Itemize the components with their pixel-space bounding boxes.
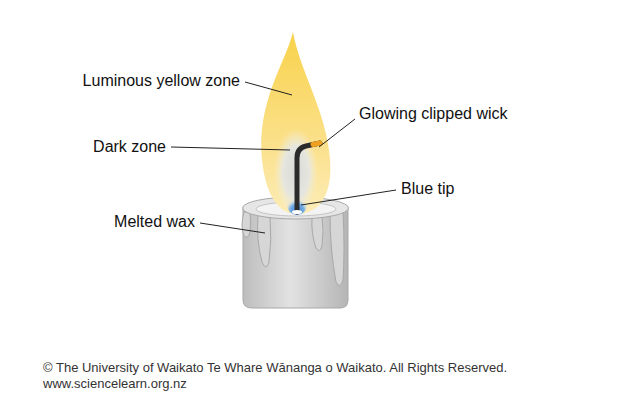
copyright-note: © The University of Waikato Te Whare Wān… — [41, 360, 509, 376]
wick — [297, 143, 320, 212]
zone-label: Dark zone — [91, 137, 168, 156]
part-label: Blue tip — [399, 179, 456, 198]
part-label: Melted wax — [112, 212, 197, 231]
zone-label: Luminous yellow zone — [81, 71, 242, 90]
wick-base — [292, 210, 302, 214]
flame — [261, 32, 330, 214]
wax-drips — [242, 212, 344, 286]
glowing-wick-tip — [313, 143, 320, 145]
candle-body — [243, 208, 348, 308]
source-url: www.sciencelearn.org.nz — [41, 376, 189, 392]
part-label: Glowing clipped wick — [357, 104, 510, 123]
